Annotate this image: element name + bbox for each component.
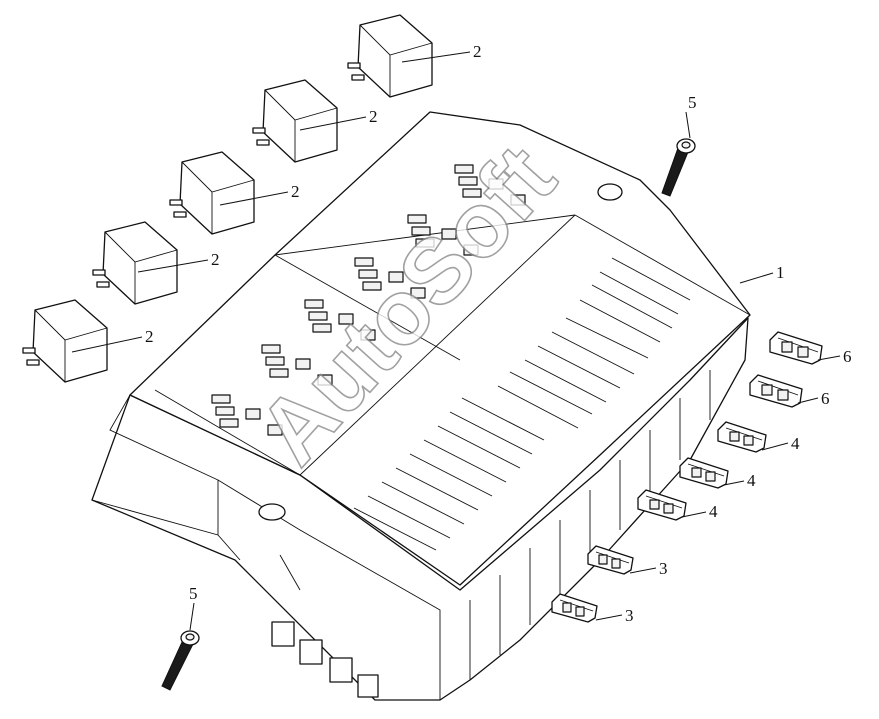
fuse-medium — [679, 457, 729, 489]
callout-relay: 2 — [473, 42, 482, 61]
callout-relay: 2 — [211, 250, 220, 269]
leader-lines — [71, 51, 841, 631]
top-divider — [299, 214, 576, 476]
fuse-medium — [637, 489, 687, 521]
top-divider — [274, 254, 461, 361]
mounting-hole-top — [597, 183, 623, 201]
top-divider — [574, 214, 751, 316]
fuse-medium — [717, 421, 767, 453]
callout-relay: 2 — [291, 182, 300, 201]
fuse-large — [769, 331, 823, 365]
screw-top — [661, 138, 696, 197]
callout-fuse-large: 6 — [821, 389, 830, 408]
callout-fuse-large: 6 — [843, 347, 852, 366]
housing-front-panel-line — [279, 554, 301, 591]
top-divider — [154, 389, 301, 476]
fuse-small — [551, 593, 598, 623]
housing-front-panel-line — [217, 479, 441, 700]
bottom-connectors — [271, 621, 379, 698]
callout-fuse-small: 3 — [659, 559, 668, 578]
connector-tab — [357, 674, 379, 698]
callout-housing: 1 — [776, 263, 785, 282]
relays — [22, 14, 433, 383]
connector-tab — [271, 621, 295, 647]
fuses — [551, 331, 823, 623]
callout-labels: 2 2 2 2 2 1 5 5 6 6 4 4 4 3 3 — [145, 42, 852, 625]
relay — [252, 79, 338, 163]
callout-relay: 2 — [145, 327, 154, 346]
callout-fuse-medium: 4 — [791, 434, 800, 453]
connector-tab — [329, 657, 353, 683]
mounting-hole-bottom — [258, 503, 286, 521]
housing-front-panel-line — [109, 394, 219, 535]
relay-sockets — [211, 164, 526, 436]
callout-relay: 2 — [369, 107, 378, 126]
relay — [169, 151, 255, 235]
fuse-small — [587, 545, 634, 575]
connector-tab — [299, 639, 323, 665]
relay — [22, 299, 108, 383]
relay — [347, 14, 433, 98]
callout-fuse-medium: 4 — [709, 502, 718, 521]
fuse-large — [749, 374, 803, 408]
screw-bottom — [161, 630, 200, 691]
callout-fuse-small: 3 — [625, 606, 634, 625]
fuse-slots — [353, 257, 691, 551]
callout-screw: 5 — [688, 93, 697, 112]
callout-fuse-medium: 4 — [747, 471, 756, 490]
callout-screw: 5 — [189, 584, 198, 603]
relay — [92, 221, 178, 305]
